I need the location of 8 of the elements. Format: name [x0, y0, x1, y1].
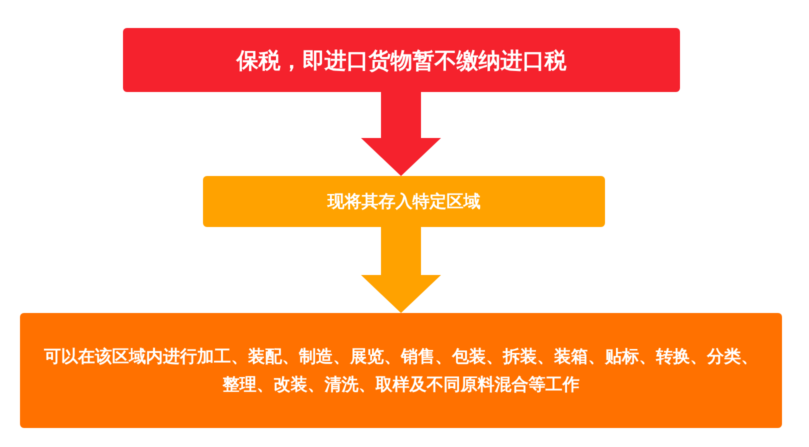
process-box [20, 313, 782, 428]
box-text: 现将其存入特定区域 [328, 190, 480, 213]
box-text: 可以在该区域内进行加工、装配、制造、展览、销售、包装、拆装、装箱、贴标、转换、分类、整理、改装、清洗、取样及不同原料混合等工作 [43, 346, 759, 396]
block-arrow [361, 92, 441, 176]
block-arrow [361, 227, 441, 313]
process-box [123, 28, 680, 92]
process-box [203, 176, 605, 227]
box-text: 保税，即进口货物暂不缴纳进口税 [236, 46, 566, 74]
